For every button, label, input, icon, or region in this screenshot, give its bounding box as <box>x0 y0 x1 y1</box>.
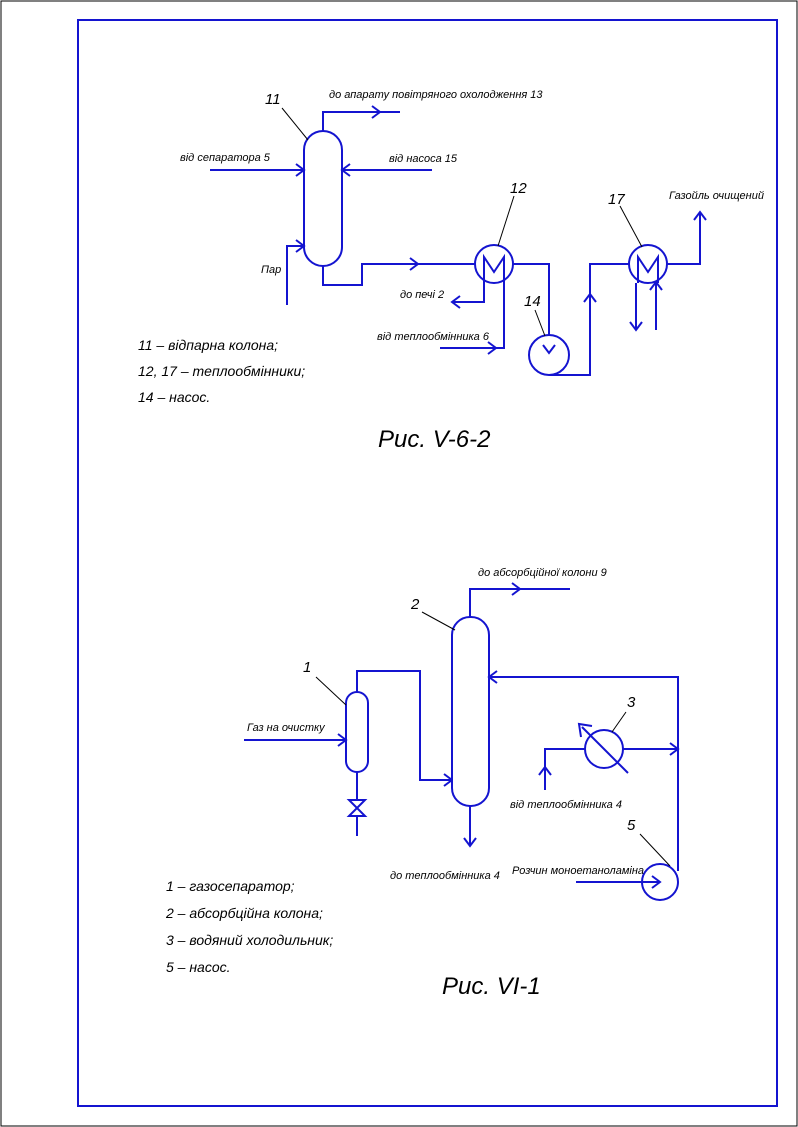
leader-3 <box>611 711 627 733</box>
label-gasoil: Газойль очищений <box>669 190 764 202</box>
drawing-frame <box>77 19 778 1107</box>
drain-valve <box>346 799 368 817</box>
steam-line <box>286 245 304 305</box>
separator-overhead-line <box>356 670 452 781</box>
label-1: 1 <box>303 659 311 676</box>
cooler-3-slash-arrow <box>577 722 593 738</box>
figure-caption: Рис. VI-1 <box>442 973 541 1000</box>
label-to-furnace: до печі 2 <box>400 289 444 301</box>
arrow-from-exchanger-6 <box>487 341 498 355</box>
arrow-steam <box>295 239 306 253</box>
leader-14 <box>534 309 546 337</box>
mea-return-line <box>489 676 679 871</box>
label-from-exchanger-6: від теплообмінника 6 <box>377 331 490 343</box>
arrow-17-in-up <box>649 280 663 291</box>
arrow-bottoms <box>409 257 420 271</box>
arrow-overhead <box>371 105 382 119</box>
gasoil-line <box>667 212 701 265</box>
arrow-pump-5 <box>651 875 662 889</box>
legend-item: 1 – газосепаратор; <box>166 878 295 894</box>
arrow-mea-return <box>487 670 498 684</box>
label-to-absorber: до абсорбційної колони 9 <box>478 567 607 579</box>
arrow-pump-14 <box>542 344 556 355</box>
legend-item: 3 – водяний холодильник; <box>166 932 333 948</box>
bottoms-line <box>322 263 475 286</box>
label-to-exchanger-4: до теплообмінника 4 <box>390 870 500 882</box>
figure-v-6-2: 11 12 14 17 до апарату повітряного охоло… <box>138 89 764 453</box>
label-17: 17 <box>608 191 625 208</box>
label-to-cooler: до апарату повітряного охолодження 13 <box>329 89 543 101</box>
stripping-column-11 <box>303 130 343 267</box>
leader-11 <box>281 107 309 141</box>
absorber-overhead-line <box>469 588 570 617</box>
line-12-to-pump <box>513 263 550 335</box>
legend-item: 14 – насос. <box>138 389 210 405</box>
figure-vi-1: 1 2 3 5 до абсорбційної колони 9 Газ на … <box>165 567 680 1000</box>
arrow-gas-feed <box>337 733 348 747</box>
label-from-separator: від сепаратора 5 <box>180 152 271 164</box>
cooler-water-in-line <box>544 748 585 790</box>
label-steam: Пар <box>261 264 281 276</box>
label-11: 11 <box>265 91 281 108</box>
leader-17 <box>619 205 643 248</box>
label-mea-solution: Розчин моноетаноламіна <box>512 865 644 877</box>
label-5: 5 <box>627 817 636 834</box>
cooler-3-slash <box>581 726 629 774</box>
absorption-column-2 <box>451 616 490 807</box>
arrow-feed-pump15 <box>340 163 351 177</box>
arrow-gasoil <box>693 210 707 221</box>
leader-2 <box>421 611 456 631</box>
exchanger-12-tube <box>483 253 505 321</box>
exchanger-17-tube <box>637 253 659 283</box>
label-from-exchanger-4: від теплообмінника 4 <box>510 799 622 811</box>
label-14: 14 <box>524 293 541 310</box>
heat-exchanger-17 <box>628 244 668 284</box>
legend-item: 11 – відпарна колона; <box>138 337 278 353</box>
leader-1 <box>315 676 347 706</box>
pump-14 <box>528 334 570 376</box>
legend-item: 5 – насос. <box>166 959 231 975</box>
gas-separator-1 <box>345 691 369 773</box>
arrow-absorber-overhead <box>511 582 522 596</box>
arrow-cooler-water-out <box>669 742 680 756</box>
leader-12 <box>497 195 515 247</box>
label-12: 12 <box>510 180 527 197</box>
arrow-absorber-bottoms <box>463 837 477 848</box>
legend-item: 12, 17 – теплообмінники; <box>138 363 305 379</box>
overhead-line <box>322 111 400 131</box>
legend-item: 2 – абсорбційна колона; <box>165 905 323 921</box>
figure-caption: Рис. V-6-2 <box>378 426 491 453</box>
pump-discharge-line <box>549 263 629 376</box>
label-gas-in: Газ на очистку <box>247 722 326 734</box>
label-3: 3 <box>627 694 636 711</box>
leader-5 <box>639 833 671 867</box>
arrow-to-furnace <box>450 295 461 309</box>
arrow-17-out-down <box>629 321 643 332</box>
label-from-pump: від насоса 15 <box>389 153 458 165</box>
heat-exchanger-12 <box>474 244 514 284</box>
label-2: 2 <box>410 596 420 613</box>
arrow-pump-discharge <box>583 292 597 303</box>
arrow-feed-separator <box>295 163 306 177</box>
arrow-cooler-water-in <box>538 765 552 776</box>
to-furnace-line <box>452 283 485 303</box>
